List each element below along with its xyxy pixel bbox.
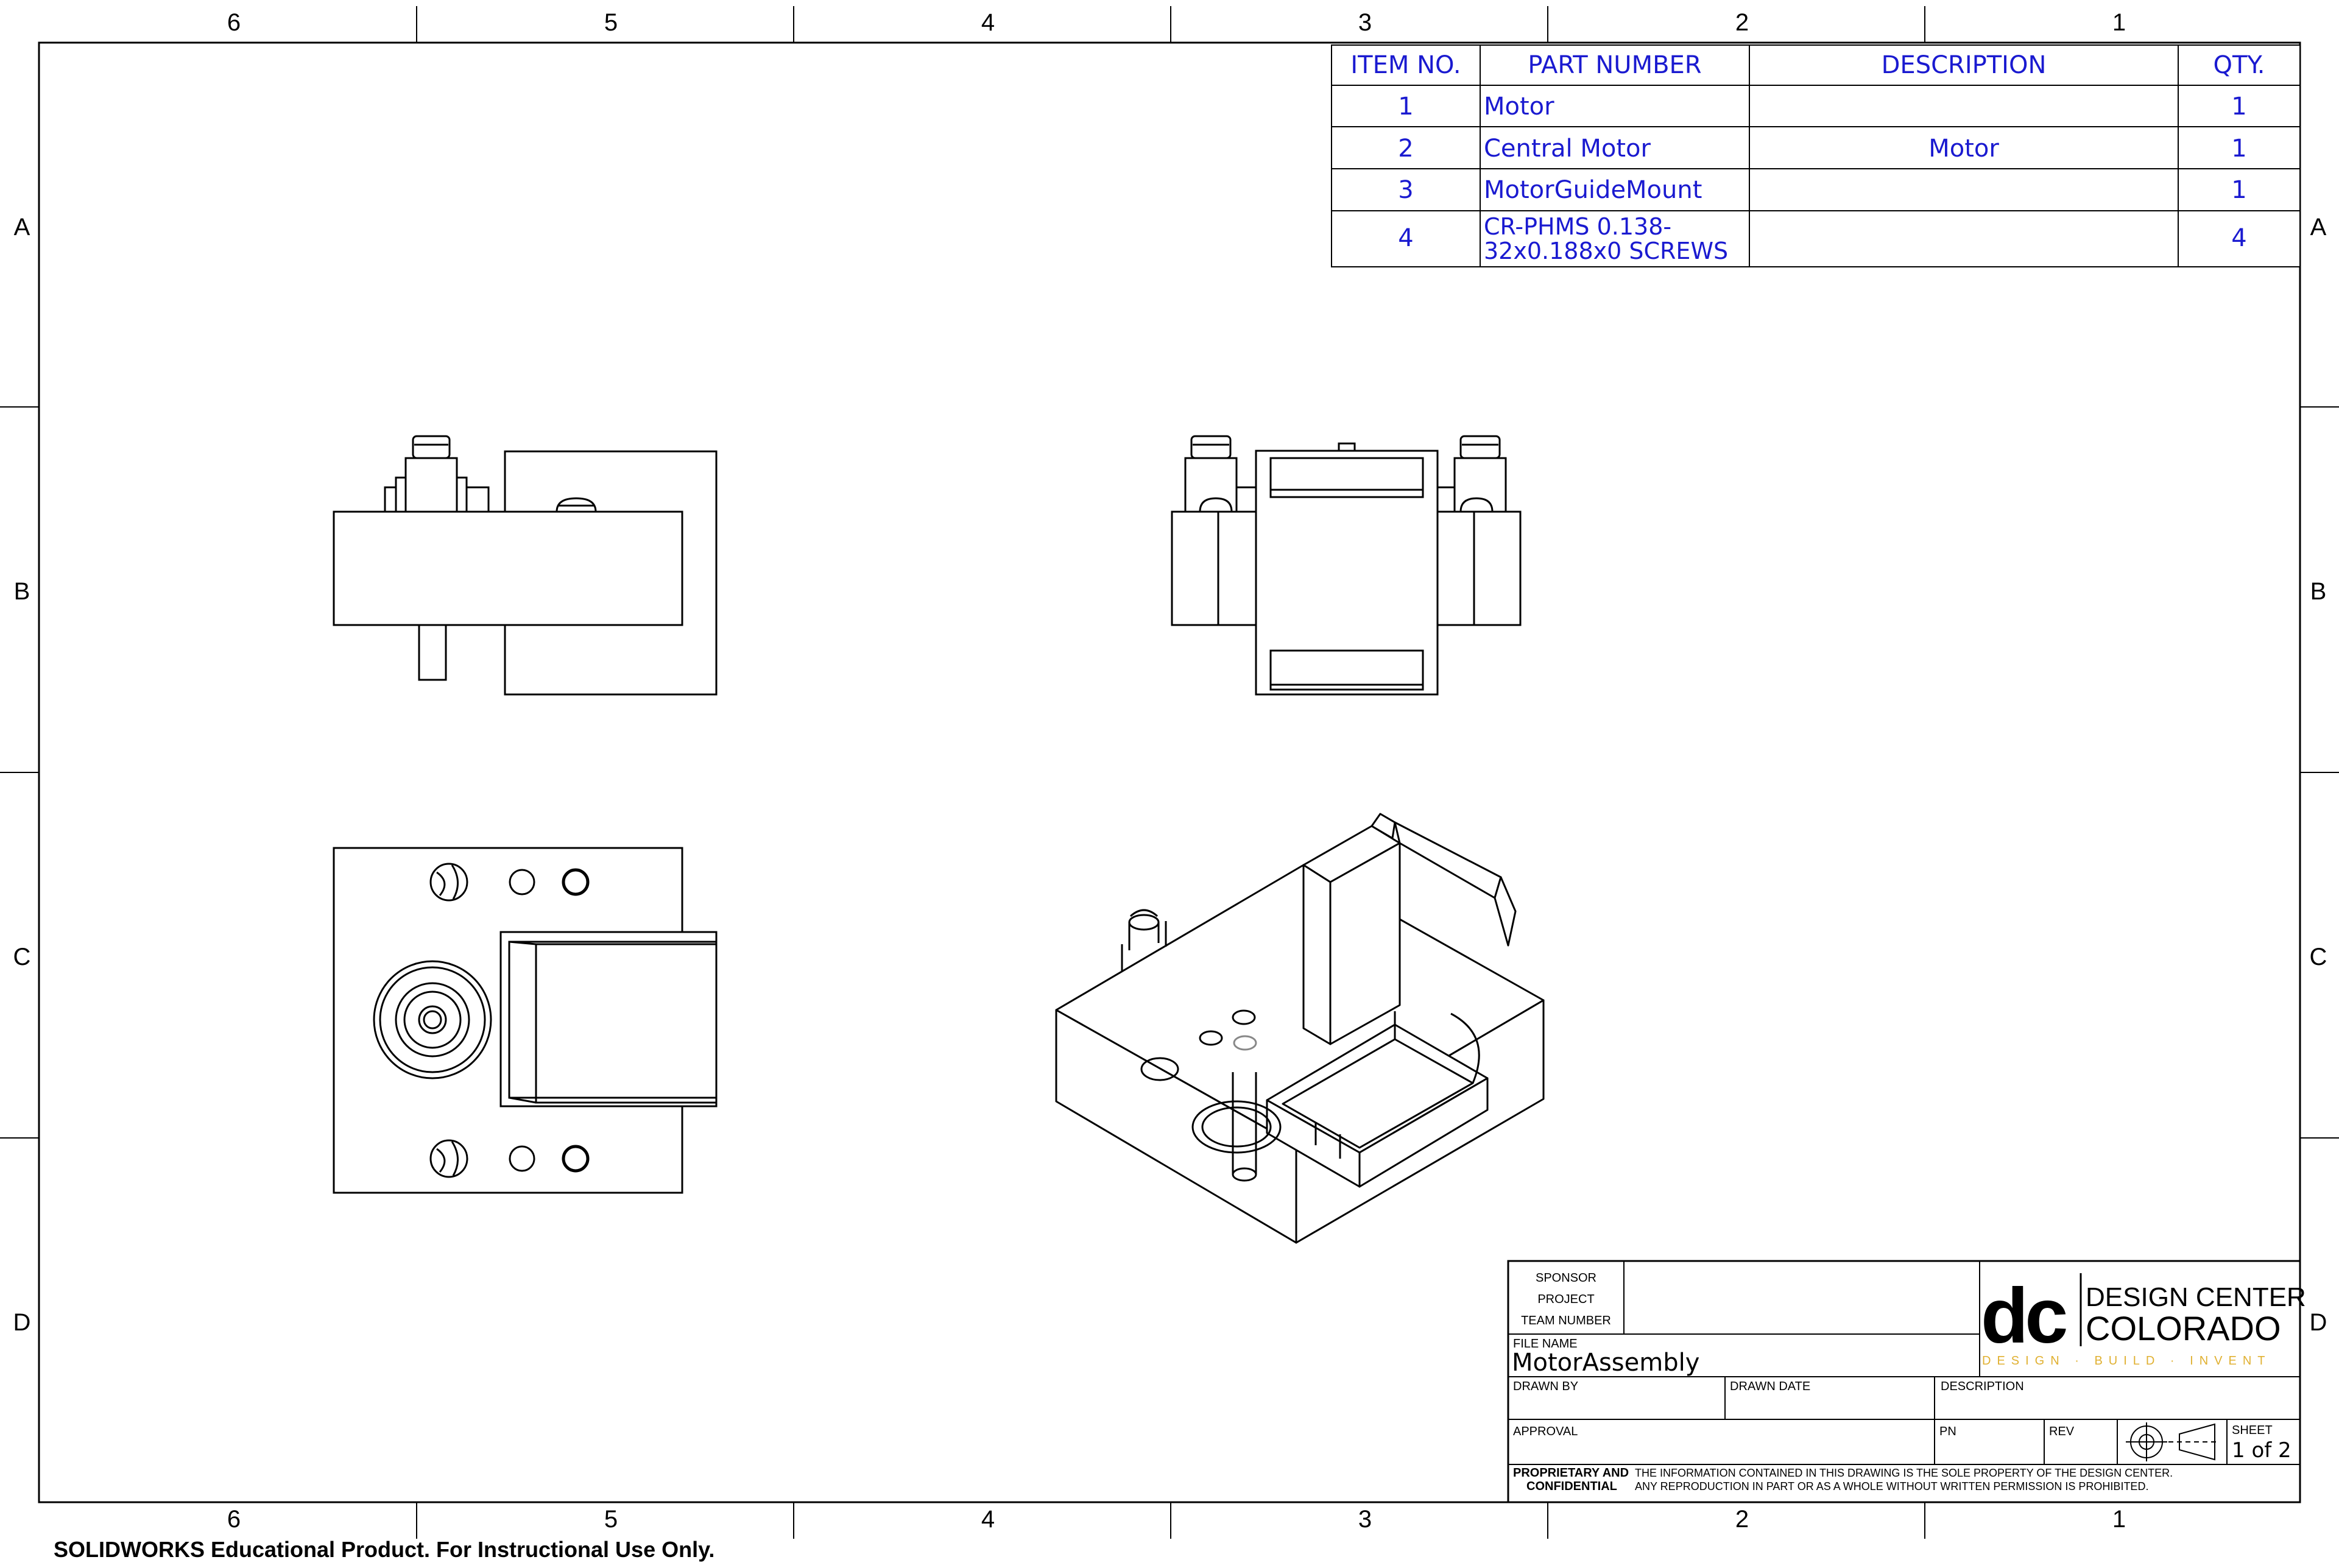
side-view <box>1171 435 1522 696</box>
zone-col-label: 4 <box>981 1506 995 1533</box>
zone-col-label: 2 <box>1735 1506 1749 1533</box>
bom-part-number: Central Motor <box>1484 135 1651 163</box>
drawn-date-label: DRAWN DATE <box>1730 1380 1810 1393</box>
zone-col-label: 4 <box>981 9 995 36</box>
bom-part-number-line2: 32x0.188x0 SCREWS <box>1484 238 1728 264</box>
sponsor-label: SPONSOR <box>1536 1271 1596 1285</box>
bom-part-number: Motor <box>1484 93 1554 121</box>
bom-description: Motor <box>1928 135 1999 163</box>
bom-header-part: PART NUMBER <box>1528 51 1701 79</box>
zone-row-label: B <box>14 578 30 605</box>
logo-dc: dc <box>1981 1273 2066 1360</box>
file-name-label: FILE NAME <box>1513 1337 1578 1351</box>
bom-row: 2 Central Motor Motor 1 <box>1398 135 2246 163</box>
bom-qty: 4 <box>2231 224 2246 252</box>
rev-label: REV <box>2049 1425 2075 1438</box>
bom-item-no: 1 <box>1398 93 1413 121</box>
bom-item-no: 3 <box>1398 176 1413 204</box>
design-center-logo: dc DESIGN CENTER COLORADO DESIGN · BUILD… <box>1981 1273 2306 1368</box>
description-label: DESCRIPTION <box>1941 1380 2024 1393</box>
zone-col-label: 1 <box>2112 9 2126 36</box>
educational-watermark: SOLIDWORKS Educational Product. For Inst… <box>54 1537 714 1562</box>
pn-label: PN <box>1939 1425 1956 1438</box>
project-label: PROJECT <box>1537 1293 1594 1306</box>
zone-row-label: C <box>13 944 31 970</box>
zone-labels-top: 6 5 4 3 2 1 <box>227 9 2126 36</box>
bom-table: ITEM NO. PART NUMBER DESCRIPTION QTY. 1 … <box>1331 44 2301 267</box>
bom-qty: 1 <box>2231 135 2246 163</box>
bom-part-number: CR-PHMS 0.138- <box>1484 213 1671 240</box>
logo-line-2: COLORADO <box>2086 1309 2281 1347</box>
zone-row-label: C <box>2310 944 2327 970</box>
zone-col-label: 6 <box>227 1506 241 1533</box>
zone-labels-right: A B C D <box>2310 214 2327 1336</box>
bom-item-no: 2 <box>1398 135 1413 163</box>
zone-row-label: A <box>2310 214 2327 241</box>
zone-col-label: 5 <box>604 9 618 36</box>
zone-row-label: A <box>14 214 30 241</box>
bom-header-item: ITEM NO. <box>1350 51 1461 79</box>
bom-item-no: 4 <box>1398 224 1413 252</box>
bom-header-row: ITEM NO. PART NUMBER DESCRIPTION QTY. <box>1350 51 2265 79</box>
sheet-number: 1 of 2 <box>2232 1438 2291 1463</box>
isometric-view <box>1055 813 1545 1244</box>
bom-qty: 1 <box>2231 176 2246 204</box>
bom-row: 4 CR-PHMS 0.138- 32x0.188x0 SCREWS 4 <box>1398 213 2246 264</box>
front-view <box>333 435 718 696</box>
logo-line-1: DESIGN CENTER <box>2086 1282 2306 1312</box>
notice-line-2: ANY REPRODUCTION IN PART OR AS A WHOLE W… <box>1635 1480 2148 1492</box>
zone-col-label: 1 <box>2112 1506 2126 1533</box>
title-block: SPONSOR PROJECT TEAM NUMBER FILE NAME Mo… <box>1507 1260 2306 1503</box>
zone-labels-left: A B C D <box>13 214 31 1336</box>
proprietary-label: PROPRIETARY AND <box>1513 1466 1629 1480</box>
zone-col-label: 3 <box>1358 1506 1372 1533</box>
top-view <box>333 847 718 1194</box>
approval-label: APPROVAL <box>1513 1425 1578 1438</box>
file-name-value: MotorAssembly <box>1512 1349 1699 1377</box>
zone-col-label: 2 <box>1735 9 1749 36</box>
bom-header-qty: QTY. <box>2214 51 2265 79</box>
notice-line-1: THE INFORMATION CONTAINED IN THIS DRAWIN… <box>1635 1467 2173 1479</box>
zone-ticks <box>0 6 2339 1539</box>
logo-tagline: DESIGN · BUILD · INVENT <box>1982 1354 2271 1368</box>
zone-col-label: 5 <box>604 1506 618 1533</box>
confidential-label: CONFIDENTIAL <box>1526 1480 1617 1493</box>
zone-col-label: 3 <box>1358 9 1372 36</box>
team-number-label: TEAM NUMBER <box>1521 1314 1611 1327</box>
zone-labels-bottom: 6 5 4 3 2 1 <box>227 1506 2126 1533</box>
bom-part-number: MotorGuideMount <box>1484 176 1702 204</box>
zone-col-label: 6 <box>227 9 241 36</box>
zone-row-label: D <box>13 1309 31 1336</box>
drawn-by-label: DRAWN BY <box>1513 1380 1578 1393</box>
bom-row: 3 MotorGuideMount 1 <box>1398 176 2246 204</box>
bom-qty: 1 <box>2231 93 2246 121</box>
zone-row-label: B <box>2310 578 2327 605</box>
projection-symbol-icon <box>2126 1422 2217 1461</box>
zone-row-label: D <box>2310 1309 2327 1336</box>
bom-header-description: DESCRIPTION <box>1882 51 2047 79</box>
sheet-label: SHEET <box>2232 1424 2273 1437</box>
bom-row: 1 Motor 1 <box>1398 93 2246 121</box>
